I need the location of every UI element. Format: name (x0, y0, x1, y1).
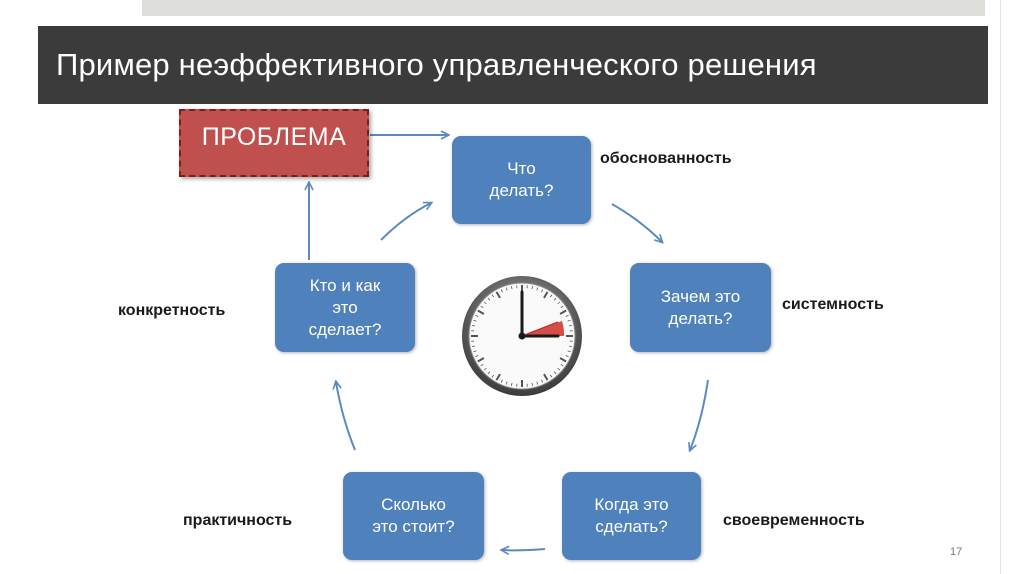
label-timeliness: своевременность (723, 512, 865, 529)
arrow-why-to-when (690, 379, 709, 450)
node-how-much-cost-text: Сколько это стоит? (372, 495, 455, 536)
node-what-to-do: Что делать? (452, 136, 591, 224)
frame-line (1000, 0, 1001, 574)
node-when-to-do: Когда это сделать? (562, 472, 701, 560)
slide-title: Пример неэффективного управленческого ре… (56, 47, 817, 82)
label-validity: обоснованность (600, 150, 732, 167)
label-concreteness: конкретность (118, 302, 226, 319)
clock-icon (462, 276, 582, 396)
node-why-do-it-text: Зачем это делать? (660, 286, 741, 328)
problem-label: ПРОБЛЕМА (201, 122, 347, 151)
arrow-cost-to-who (336, 382, 356, 451)
node-how-much-cost: Сколько это стоит? (343, 472, 484, 560)
node-when-to-do-text: Когда это сделать? (594, 495, 669, 536)
page-number: 17 (950, 546, 963, 558)
arrow-when-to-cost (502, 549, 546, 550)
label-practicality: практичность (183, 512, 293, 529)
top-strip (142, 0, 985, 16)
node-why-do-it: Зачем это делать? (630, 263, 771, 352)
problem-box: ПРОБЛЕМА (179, 109, 369, 177)
arrow-who-to-what (380, 203, 431, 241)
label-systemic: системность (782, 296, 884, 313)
node-who-and-how: Кто и как это сделает? (275, 263, 415, 352)
node-who-and-how-text: Кто и как это сделает? (308, 275, 382, 339)
node-what-to-do-text: Что делать? (489, 159, 554, 200)
arrow-what-to-why (611, 203, 662, 242)
title-bar: Пример неэффективного управленческого ре… (38, 26, 988, 104)
